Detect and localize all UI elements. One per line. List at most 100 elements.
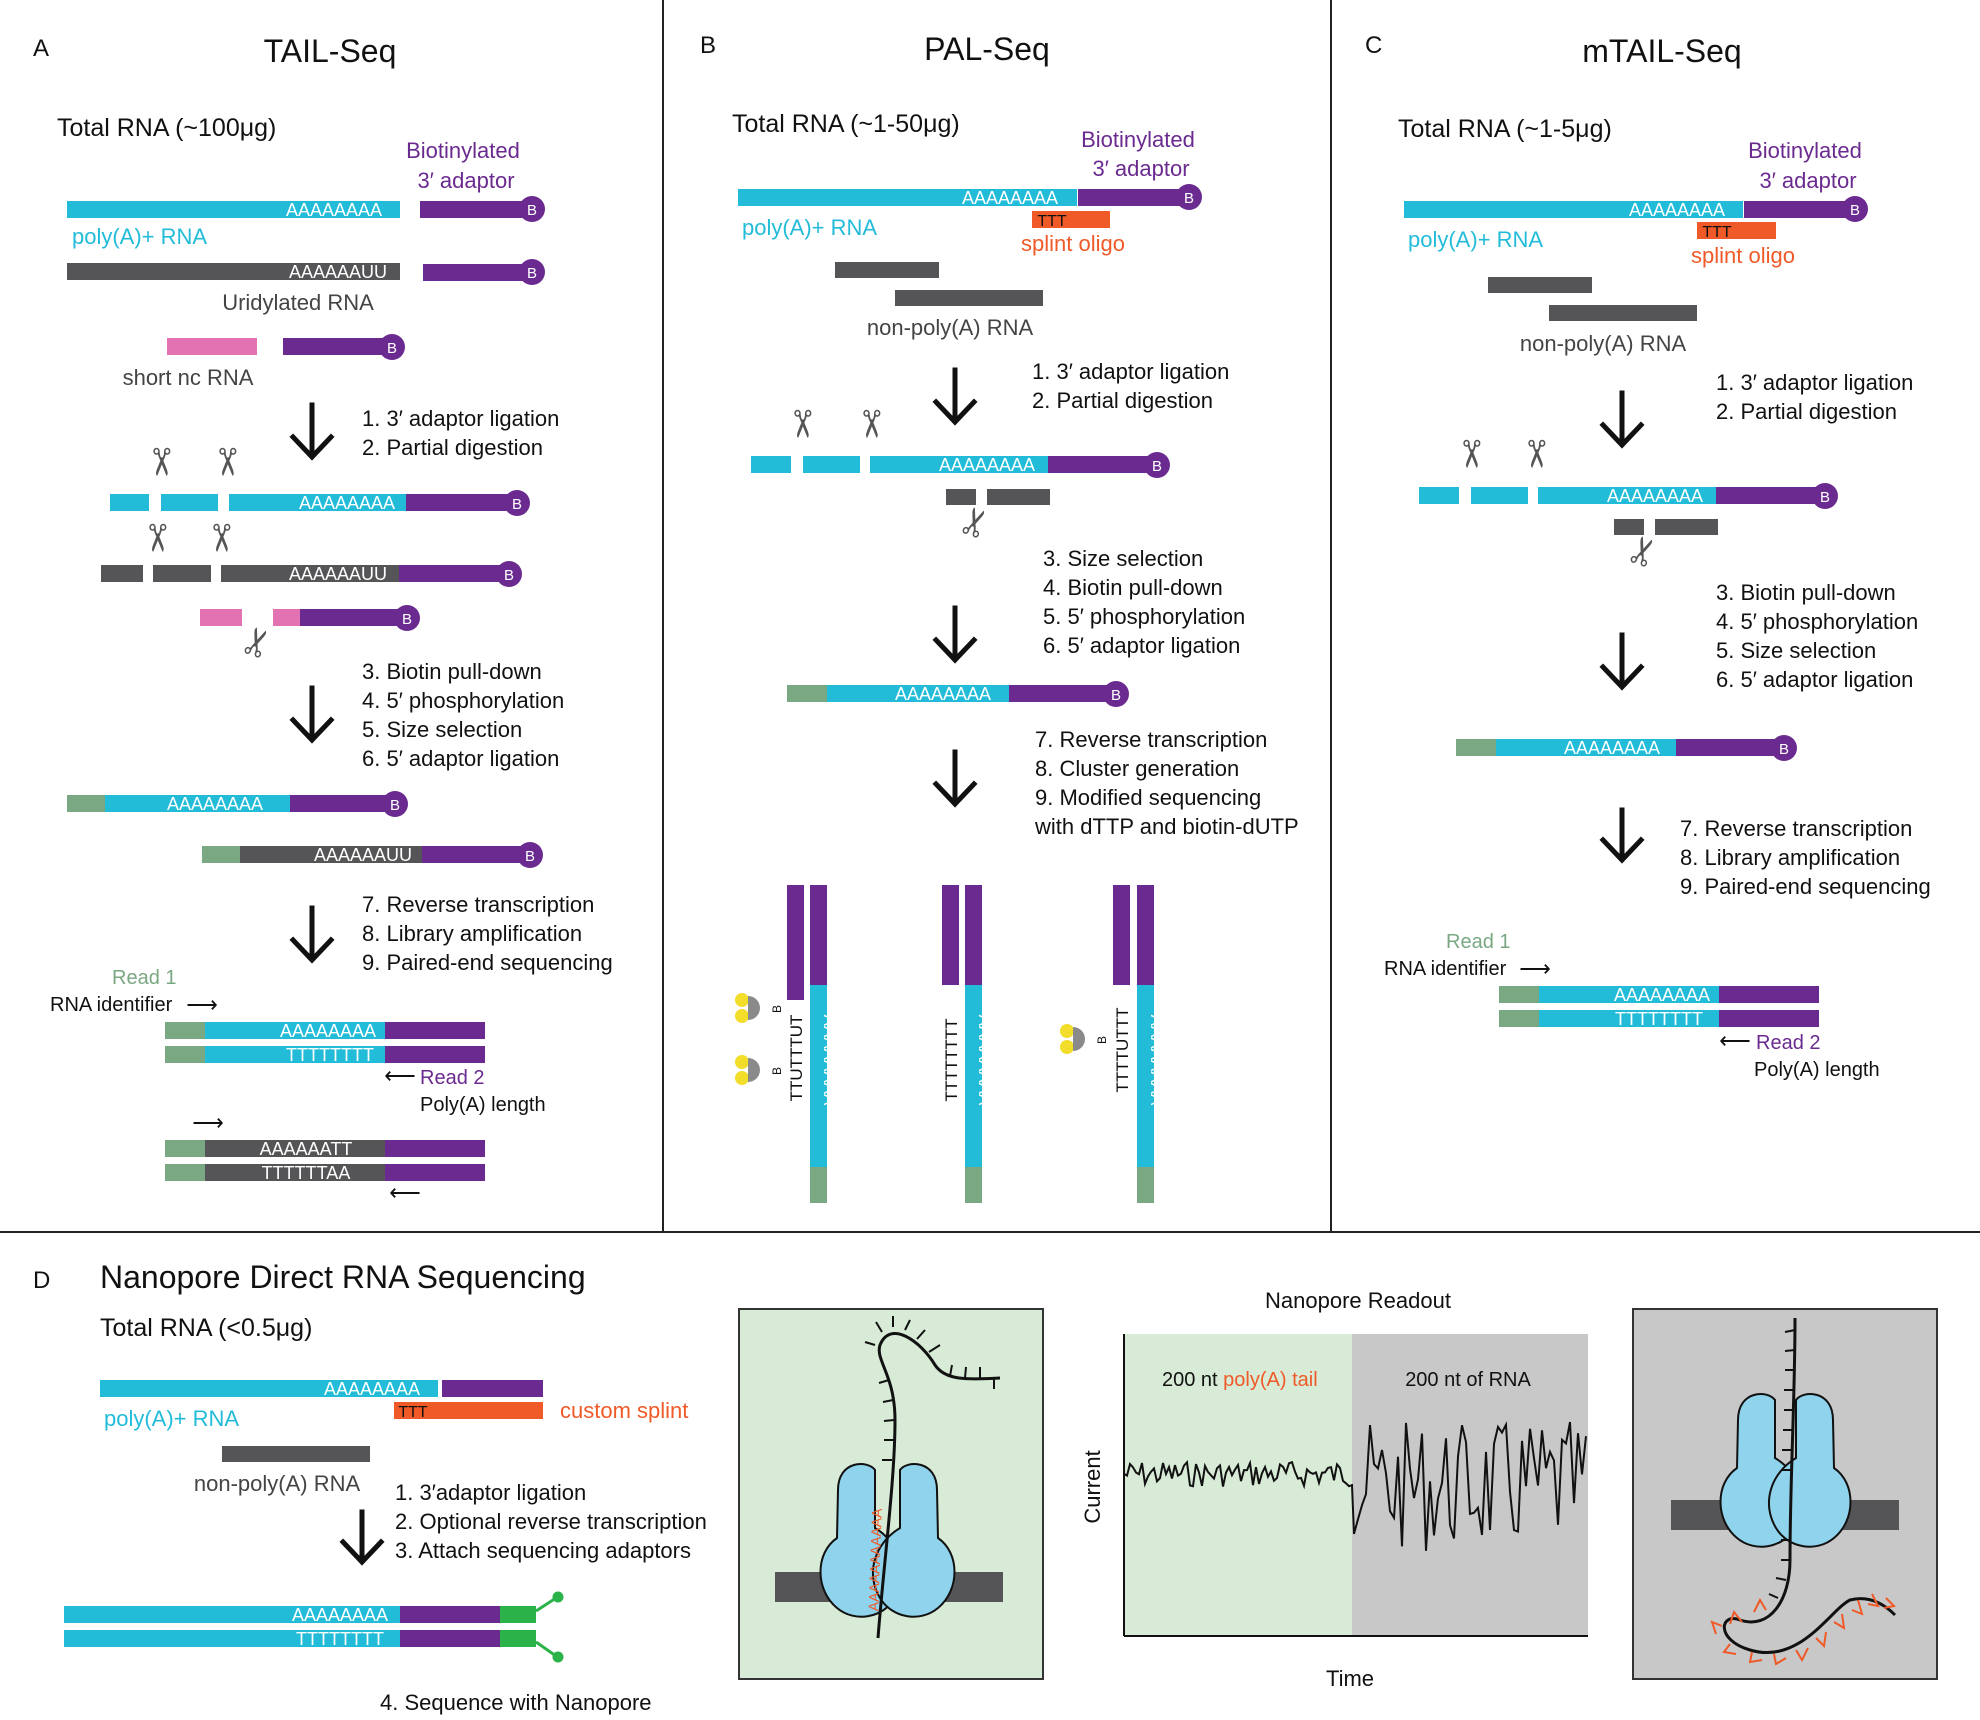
polya-sequence: AAAAAAAA <box>280 1021 376 1041</box>
ttt-sequence: TTT <box>1702 224 1732 241</box>
panel-d-title: Nanopore Direct RNA Sequencing <box>100 1259 586 1295</box>
splint-oligo-label: splint oligo <box>1021 231 1125 256</box>
adaptor-strand <box>1078 189 1189 206</box>
right-arrow-icon: ⟶ <box>1519 956 1551 981</box>
adaptor-strand <box>385 1022 485 1039</box>
uridylated-rna-label: Uridylated RNA <box>222 290 374 315</box>
step-line: 8. Cluster generation <box>1035 756 1239 781</box>
adaptor-strand <box>1048 456 1157 473</box>
rna-strand-cyan <box>1539 1010 1719 1027</box>
rna-fragment <box>987 489 1050 505</box>
adaptor-strand <box>1719 986 1819 1003</box>
polya-sequence: AAAAAAAA <box>939 455 1035 475</box>
biotin-label: B <box>390 797 400 814</box>
rna-strand-gray <box>835 262 939 278</box>
polya-vertical-sequence: AAAAAAAA <box>1147 1015 1166 1106</box>
rna-strand-cyan <box>205 1046 385 1063</box>
biotin-circle <box>517 842 543 868</box>
biotin-circle <box>1771 735 1797 761</box>
custom-splint <box>394 1402 543 1419</box>
panel-b-adaptor-label-1: Biotinylated <box>1081 127 1195 152</box>
panel-a-letter: A <box>33 35 49 62</box>
nanopore-entry-schematic: AAAAAAAAAAA <box>738 1308 1044 1680</box>
polya-vertical-sequence: AAAAAAAA <box>820 1015 839 1106</box>
biotin-label: B <box>1779 741 1789 758</box>
left-arrow-icon: ⟵ <box>384 1063 416 1088</box>
rna-fragment <box>1419 487 1459 504</box>
rna-strand-gray <box>67 263 400 280</box>
adaptor-strand <box>1676 739 1784 756</box>
rna-fragment <box>273 609 300 626</box>
polyt-sequence: TTTTTTTT <box>1615 1009 1703 1029</box>
step-line: 1. 3′ adaptor ligation <box>362 406 559 431</box>
five-prime-adaptor <box>787 685 827 702</box>
polya-sequence: AAAAAAAA <box>286 200 382 220</box>
step-line: 8. Library amplification <box>362 921 582 946</box>
step-line: with dTTP and biotin-dUTP <box>1034 814 1299 839</box>
panel-d: D Nanopore Direct RNA Sequencing Total R… <box>33 1259 1938 1715</box>
biotin-label: B <box>1850 202 1860 219</box>
adaptor-strand <box>406 494 526 511</box>
non-polya-rna-label: non-poly(A) RNA <box>1520 331 1687 356</box>
five-prime-adaptor <box>165 1022 205 1039</box>
panel-d-letter: D <box>33 1267 50 1294</box>
rna-strand-cyan <box>64 1630 400 1647</box>
rna-strand-gray <box>895 290 1043 306</box>
custom-splint-label: custom splint <box>560 1398 688 1423</box>
down-arrow-icon <box>1599 390 1645 449</box>
cluster-strand-sequence: TTUTTTUT <box>787 1015 806 1102</box>
scissors-icon: ✂ <box>205 446 247 478</box>
adaptor-strand <box>420 201 532 218</box>
scissors-icon: ✂ <box>1449 438 1491 470</box>
rna-strand-gray <box>1549 305 1697 321</box>
adaptor-strand <box>1009 685 1116 702</box>
five-prime-adaptor <box>1499 986 1539 1003</box>
read2-label: Read 2 <box>420 1067 485 1089</box>
panel-d-input-label: Total RNA (<0.5μg) <box>100 1314 312 1342</box>
rna-identifier-label: RNA identifier <box>50 994 173 1016</box>
five-prime-adaptor <box>165 1046 205 1063</box>
step-line: 7. Reverse transcription <box>1680 816 1912 841</box>
polya-rna-label: poly(A)+ RNA <box>742 215 877 240</box>
biotin-label: B <box>527 265 537 282</box>
rna-fragment <box>161 494 218 511</box>
step-line: 4. 5′ phosphorylation <box>1716 609 1918 634</box>
down-arrow-icon <box>289 402 335 461</box>
step-line: 3. Size selection <box>1043 546 1203 571</box>
step-line: 9. Paired-end sequencing <box>1680 874 1931 899</box>
nanopore-translocation-schematic <box>1632 1308 1938 1680</box>
rna-fragment <box>1471 487 1528 504</box>
polyt-sequence: TTTTTTTT <box>286 1045 374 1065</box>
biotin-circle <box>394 605 420 631</box>
taa-sequence: TTTTTTAA <box>262 1163 351 1183</box>
step-line: 3. Biotin pull-down <box>362 659 542 684</box>
svg-text:B: B <box>770 1005 784 1013</box>
down-arrow-icon <box>932 605 978 664</box>
panel-a-adaptor-label-2: 3′ adaptor <box>417 168 514 193</box>
adaptor-strand <box>399 565 509 582</box>
step-line: 2. Partial digestion <box>1716 399 1897 424</box>
rna-fragment <box>153 565 211 582</box>
down-arrow-icon <box>339 1509 385 1566</box>
step-line: 5. Size selection <box>362 717 522 742</box>
uridyl-sequence: AAAAAAUU <box>289 262 387 282</box>
step-line: 6. 5′ adaptor ligation <box>1043 633 1240 658</box>
att-sequence: AAAAAATT <box>260 1139 353 1159</box>
biotin-circle <box>496 561 522 587</box>
biotin-label: B <box>402 611 412 628</box>
step-line: 6. 5′ adaptor ligation <box>1716 667 1913 692</box>
adaptor-strand <box>290 795 395 812</box>
biotin-label: B <box>512 496 522 513</box>
step-line: 3. Attach sequencing adaptors <box>395 1538 691 1563</box>
y-axis-label: Current <box>1080 1450 1105 1523</box>
polya-rna-label: poly(A)+ RNA <box>104 1406 239 1431</box>
step-line: 3. Biotin pull-down <box>1716 580 1896 605</box>
rna-strand-cyan <box>738 189 1077 206</box>
streptavidin-icon: B B <box>735 993 784 1085</box>
right-arrow-icon: ⟶ <box>192 1110 224 1135</box>
step-line: 9. Paired-end sequencing <box>362 950 613 975</box>
biotin-label: B <box>504 567 514 584</box>
adaptor-strand <box>300 609 407 626</box>
readout-right-label: 200 nt of RNA <box>1405 1369 1531 1391</box>
adaptor-strand <box>385 1046 485 1063</box>
